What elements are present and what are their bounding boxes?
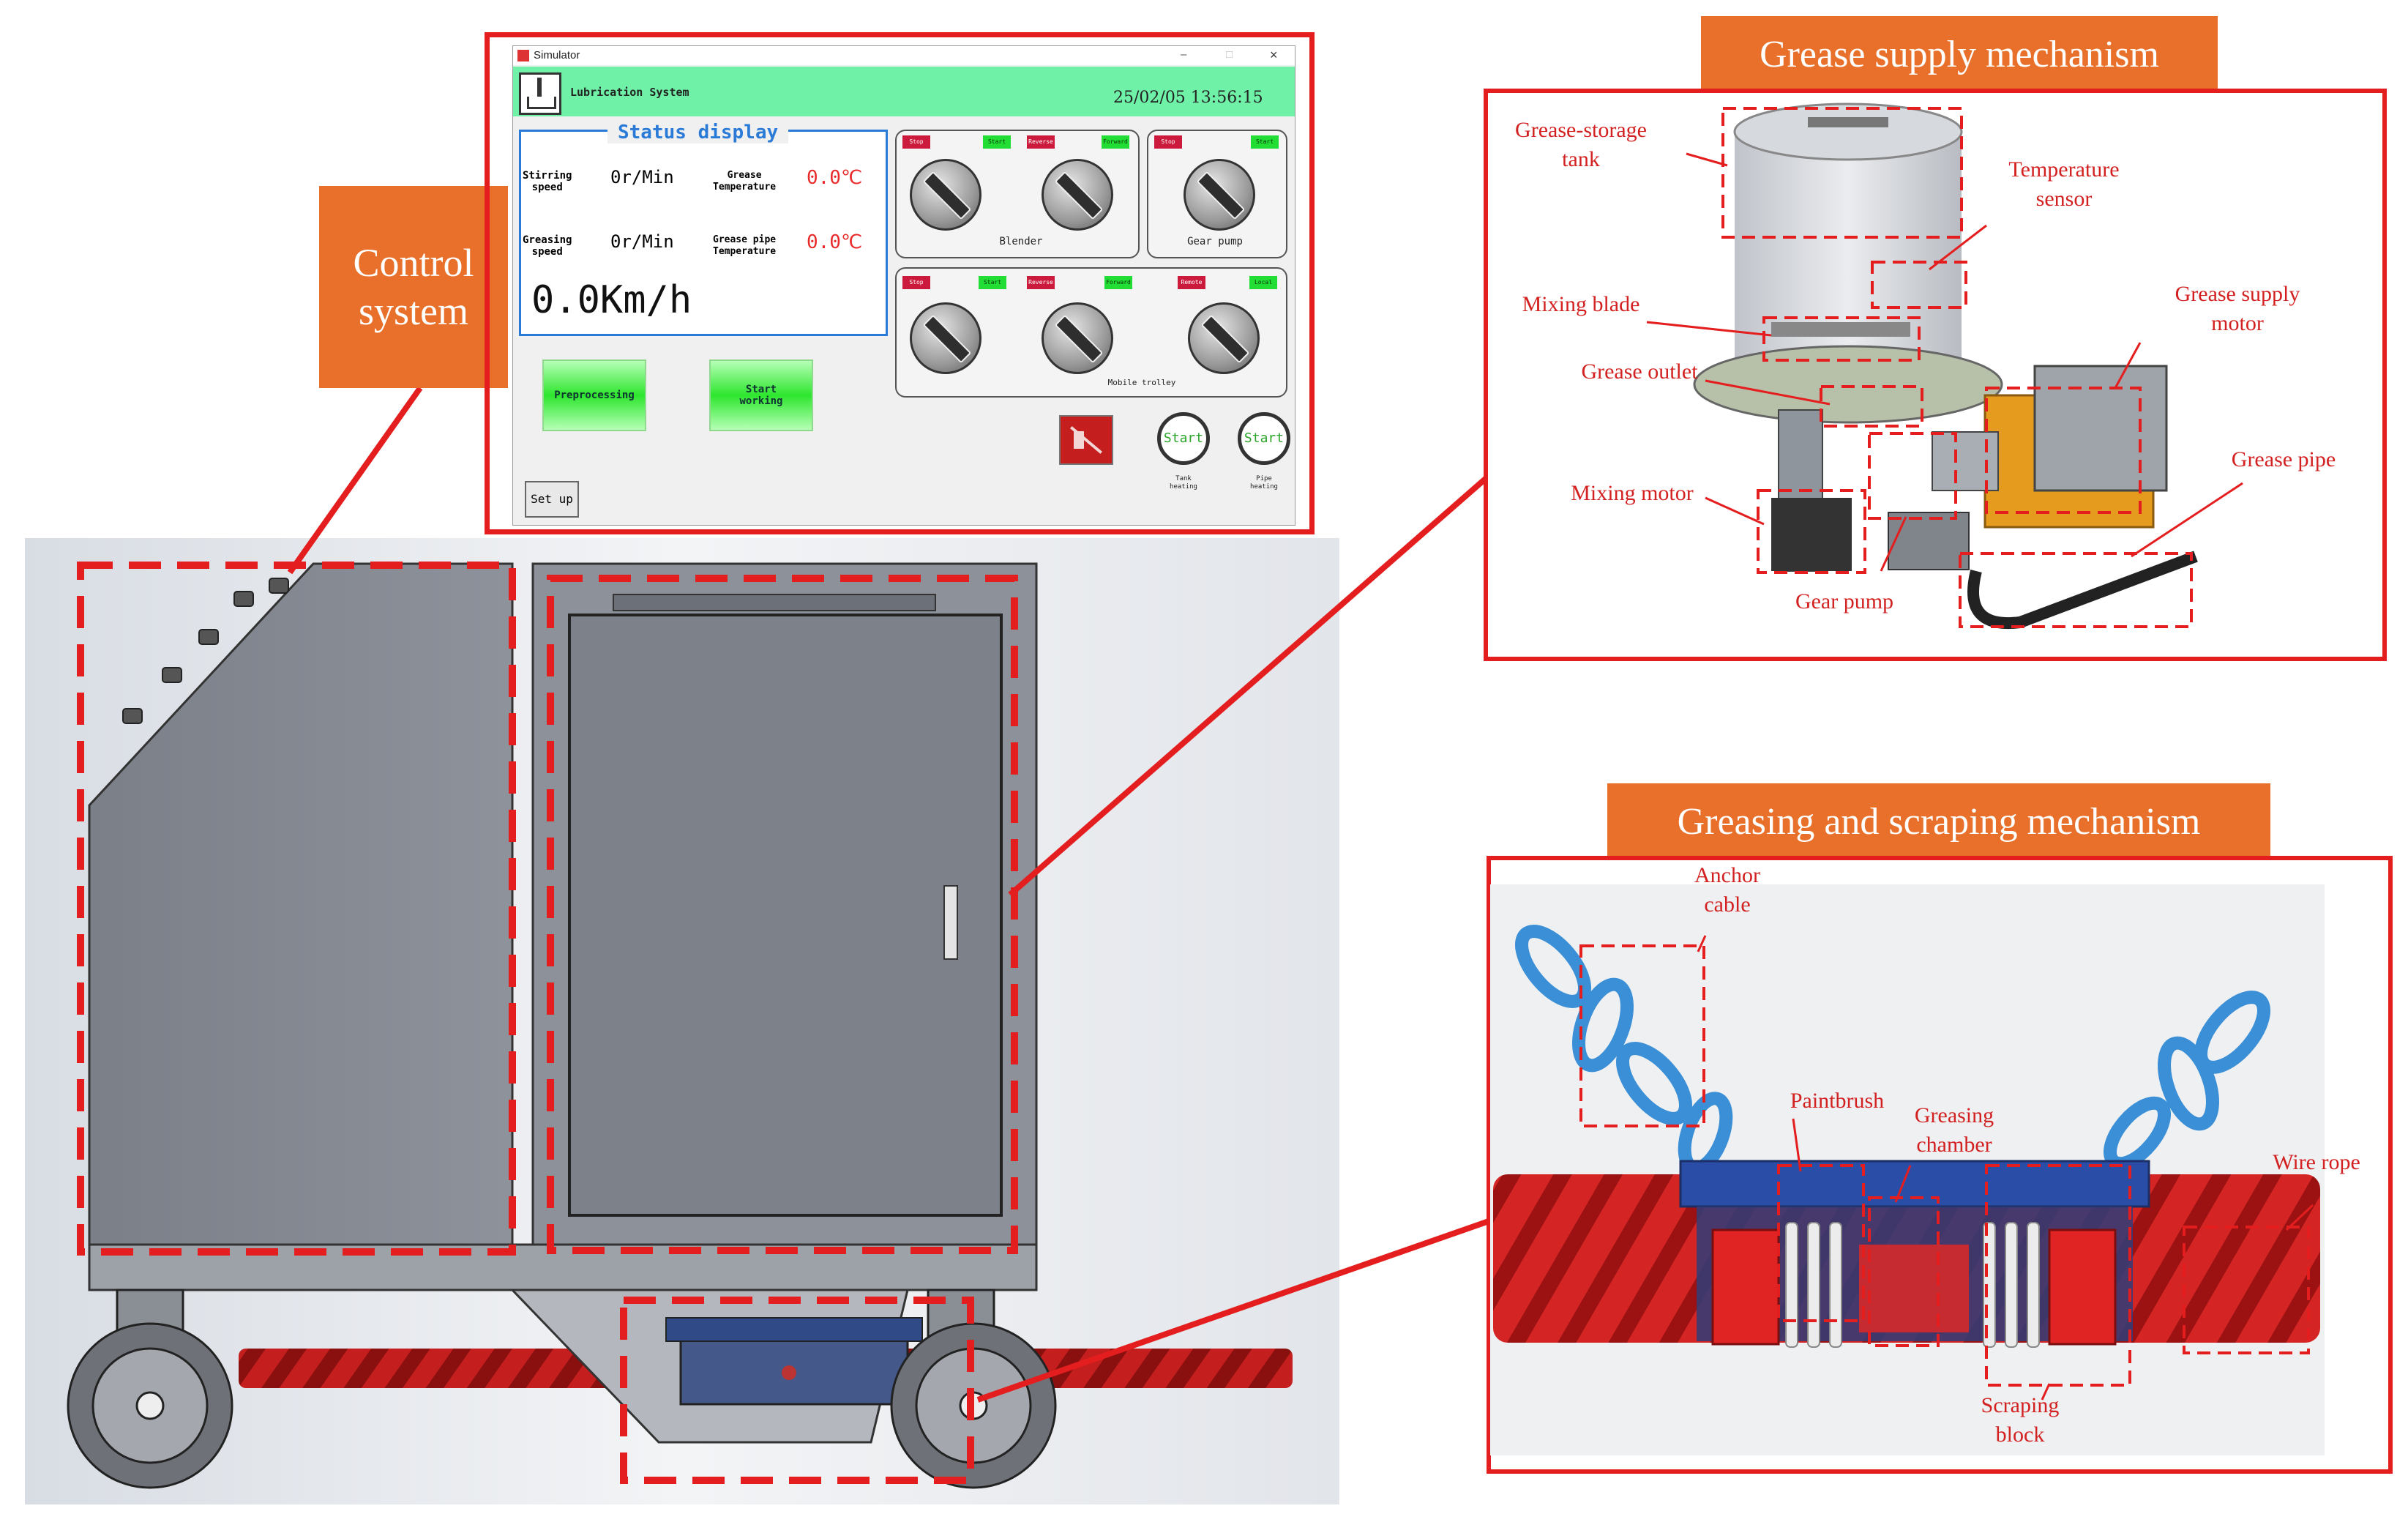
anchor-cable-label: Anchor cable (1694, 863, 1760, 917)
wire-rope-label: Wire rope (2273, 1150, 2360, 1174)
blender-start-button[interactable]: Start (983, 135, 1011, 149)
status-display-title: Status display (607, 122, 789, 143)
mobile-trolley-panel: Stop Start Reverse Forward Remote Local … (895, 267, 1287, 398)
mixing-blade-label: Mixing blade (1522, 292, 1640, 316)
greasing-chamber-label: Greasing chamber (1914, 1103, 1994, 1157)
blender-forward-button[interactable]: Forward (1102, 135, 1129, 149)
grease-temp-value: 0.0℃ (807, 167, 863, 189)
app-header: Lubrication System 25/02/05 13:56:15 (513, 67, 1295, 116)
window-title: Simulator (534, 49, 580, 61)
grease-outlet-label: Grease outlet (1581, 359, 1698, 384)
blender-knob-1[interactable] (910, 159, 981, 231)
trolley-reverse-button[interactable]: Reverse (1027, 276, 1055, 289)
gear-pump-stop-button[interactable]: Stop (1154, 135, 1182, 149)
trolley-remote-button[interactable]: Remote (1178, 276, 1205, 289)
gear-pump-knob[interactable] (1184, 159, 1255, 231)
blender-label: Blender (999, 236, 1043, 247)
greasing-speed-label: Greasing speed (523, 234, 572, 258)
tank-heating-label: Tank heating (1170, 475, 1197, 491)
pipe-temp-label: Grease pipe Temperature (713, 234, 777, 257)
status-display-panel: Status display Stirring speed 0r/Min Gre… (519, 122, 888, 336)
grease-supply-motor-label: Grease supply motor (2175, 282, 2300, 335)
trolley-knob-3[interactable] (1188, 302, 1260, 374)
greasing-scraping-title: Greasing and scraping mechanism (1607, 783, 2270, 859)
pipe-heating-start-button[interactable]: Start (1238, 412, 1290, 465)
grease-storage-tank-label: Grease-storage tank (1515, 118, 1647, 171)
pipe-temp-value: 0.0℃ (807, 231, 863, 253)
app-title: Lubrication System (570, 86, 689, 99)
simulator-window: Simulator – □ × Lubrication System 25/02… (512, 45, 1295, 526)
maximize-button[interactable]: □ (1226, 48, 1233, 61)
mute-alarm-icon[interactable] (1059, 415, 1113, 465)
datetime: 25/02/05 13:56:15 (1113, 89, 1263, 107)
lubrication-logo-icon (519, 72, 561, 115)
mobile-trolley-label: Mobile trolley (1107, 378, 1176, 387)
grease-temp-label: Grease Temperature (713, 170, 777, 193)
grease-supply-title: Grease supply mechanism (1701, 16, 2218, 92)
trolley-start-button[interactable]: Start (979, 276, 1006, 289)
tank-heating-start-button[interactable]: Start (1157, 412, 1210, 465)
blender-panel: Stop Start Reverse Forward Blender (895, 130, 1140, 258)
stirring-speed-label: Stirring speed (523, 170, 572, 193)
app-icon (517, 50, 529, 61)
gear-pump-start-button[interactable]: Start (1251, 135, 1279, 149)
mixing-motor-label: Mixing motor (1571, 481, 1694, 505)
setup-button[interactable]: Set up (525, 481, 579, 518)
trolley-local-button[interactable]: Local (1249, 276, 1277, 289)
gear-pump-label: Gear pump (1187, 236, 1243, 247)
start-working-button[interactable]: Start working (709, 359, 813, 431)
trolley-knob-2[interactable] (1042, 302, 1113, 374)
scraping-block-label: Scraping block (1981, 1393, 2060, 1447)
window-titlebar: Simulator – □ × (513, 46, 1295, 65)
trolley-stop-button[interactable]: Stop (902, 276, 930, 289)
gear-pump-label-diagram: Gear pump (1795, 589, 1894, 614)
greasing-speed-value: 0r/Min (610, 231, 674, 252)
pipe-heating-label: Pipe heating (1250, 475, 1278, 491)
minimize-button[interactable]: – (1181, 48, 1187, 61)
blender-reverse-button[interactable]: Reverse (1027, 135, 1055, 149)
stirring-speed-value: 0r/Min (610, 167, 674, 187)
control-system-label: Control system (319, 186, 508, 388)
simulator-frame (485, 32, 1315, 534)
gear-pump-panel: Stop Start Gear pump (1147, 130, 1287, 258)
close-button[interactable]: × (1270, 48, 1278, 62)
preprocessing-button[interactable]: Preprocessing (542, 359, 646, 431)
trolley-knob-1[interactable] (910, 302, 981, 374)
paintbrush-label: Paintbrush (1790, 1089, 1885, 1113)
grease-pipe-label: Grease pipe (2231, 447, 2336, 471)
temperature-sensor-label: Temperature sensor (2008, 157, 2120, 211)
blender-knob-2[interactable] (1042, 159, 1113, 231)
trolley-forward-button[interactable]: Forward (1104, 276, 1132, 289)
blender-stop-button[interactable]: Stop (902, 135, 930, 149)
trolley-speed-value: 0.0Km/h (531, 278, 692, 322)
